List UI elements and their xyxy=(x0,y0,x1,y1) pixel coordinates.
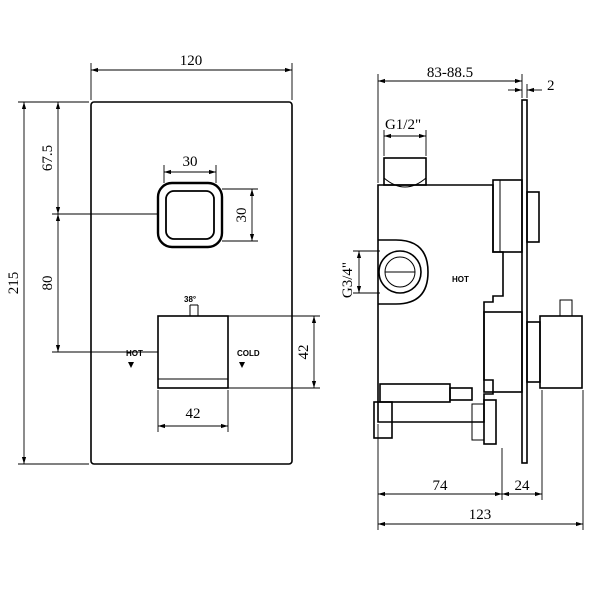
top-inlet xyxy=(383,157,427,188)
knob-width-value: 42 xyxy=(186,406,201,422)
diverter-button xyxy=(156,181,224,249)
thermostatic-knob xyxy=(157,304,229,389)
spacing-value: 80 xyxy=(40,276,56,291)
lower-stub xyxy=(471,399,497,445)
dim-total-depth xyxy=(378,390,584,530)
dim-body-depth xyxy=(377,424,503,530)
dim-top-offset xyxy=(52,102,158,215)
diverter-cartridge xyxy=(492,179,540,253)
cold-label: COLD xyxy=(237,349,260,358)
width-value: 120 xyxy=(180,53,203,69)
button-width-value: 30 xyxy=(183,154,198,170)
cold-arrow-icon xyxy=(239,362,245,368)
total-depth-value: 123 xyxy=(469,507,492,523)
hot-label: HOT xyxy=(126,349,143,358)
hot-arrow-icon xyxy=(128,362,134,368)
side-hot-label: HOT xyxy=(452,275,469,284)
dim-knob-height xyxy=(228,315,320,389)
wall-plate xyxy=(521,99,528,464)
dim-width-120 xyxy=(90,63,293,100)
button-height-value: 30 xyxy=(234,208,250,223)
cover-plate xyxy=(90,101,293,465)
dim-button-height xyxy=(222,188,258,242)
dim-knob-width xyxy=(157,390,229,432)
dim-spacing xyxy=(52,214,158,353)
top-thread-value: G1/2" xyxy=(385,117,421,133)
body-depth-value: 74 xyxy=(433,478,449,494)
dim-handle-depth xyxy=(502,390,543,500)
bottom-inlet xyxy=(373,383,473,439)
dim-top-thread xyxy=(383,130,427,156)
dim-side-thread xyxy=(353,250,380,294)
side-thread-value: G3/4" xyxy=(340,262,356,298)
top-offset-value: 67.5 xyxy=(40,145,56,171)
depth-range-value: 83-88.5 xyxy=(427,65,473,81)
front-view: 38° HOT COLD 120 215 67.5 xyxy=(6,53,320,465)
knob-height-value: 42 xyxy=(296,345,312,360)
handle-depth-value: 24 xyxy=(515,478,531,494)
temperature-label: 38° xyxy=(184,295,196,304)
plate-thickness-value: 2 xyxy=(547,78,555,94)
dim-plate-thickness xyxy=(508,84,542,98)
height-value: 215 xyxy=(6,272,22,295)
thermostatic-knob-side xyxy=(483,299,583,393)
dim-depth-range xyxy=(377,74,523,183)
side-inlet xyxy=(378,239,429,305)
dim-button-width xyxy=(163,165,217,183)
dim-height-215 xyxy=(18,101,89,465)
side-view: HOT 83-88.5 xyxy=(340,65,584,530)
